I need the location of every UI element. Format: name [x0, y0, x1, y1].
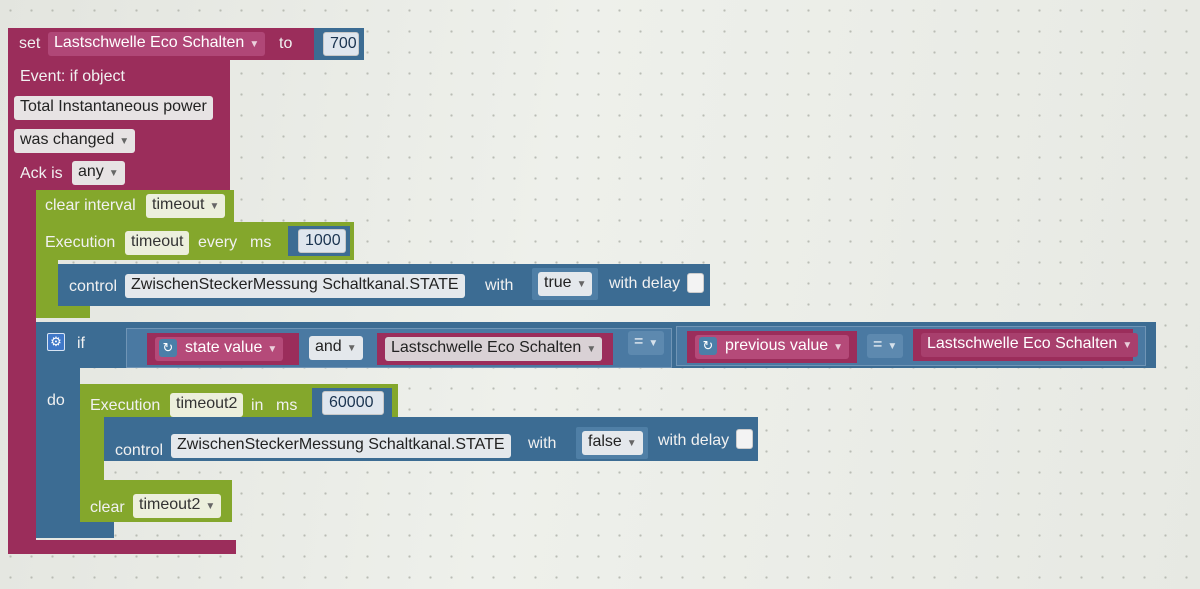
timeout-execution-block[interactable]: Execution timeout2 in ms 60000: [80, 384, 398, 422]
compare-operator-outer[interactable]: =▼: [628, 331, 665, 355]
set-variable-block[interactable]: set Lastschwelle Eco Schalten▼ to 700: [8, 28, 364, 60]
state-icon: ↻: [699, 336, 717, 355]
event-block[interactable]: Event: if object Total Instantaneous pow…: [8, 60, 230, 190]
timeout-ms-field[interactable]: 60000: [322, 391, 384, 415]
with-label: with: [485, 277, 514, 294]
timeout-number-block[interactable]: 60000: [312, 388, 392, 418]
timeout-block-spine: [80, 420, 104, 482]
with-delay-label: with delay: [609, 275, 681, 292]
timeout-name-dropdown[interactable]: timeout2▼: [133, 494, 222, 518]
chevron-down-icon: ▼: [1122, 340, 1133, 351]
with-label: with: [528, 435, 557, 452]
chevron-down-icon: ▼: [249, 39, 260, 50]
interval-block-bottom: [36, 306, 90, 318]
previous-value-block[interactable]: ↻previous value▼: [687, 331, 857, 363]
control-object-field[interactable]: ZwischenSteckerMessung Schaltkanal.STATE: [171, 434, 511, 458]
event-block-bottom: [8, 540, 236, 554]
and-dropdown[interactable]: and▼: [309, 336, 363, 360]
if-block-bottom: [36, 520, 114, 538]
chevron-down-icon: ▼: [586, 344, 597, 355]
ack-dropdown[interactable]: any▼: [72, 161, 125, 185]
execution-label: Execution: [90, 397, 161, 414]
bool-dropdown-true[interactable]: true▼: [538, 272, 593, 296]
state-value-block[interactable]: ↻state value▼: [147, 333, 299, 365]
to-label: to: [279, 35, 293, 52]
bool-dropdown-false[interactable]: false▼: [582, 431, 643, 455]
in-label: in: [251, 397, 264, 414]
trigger-dropdown[interactable]: was changed▼: [14, 129, 136, 153]
state-icon: ↻: [159, 338, 177, 357]
every-label: every: [198, 234, 238, 251]
control-block-2[interactable]: control ZwischenSteckerMessung Schaltkan…: [104, 417, 758, 461]
if-block-spine: do: [36, 366, 80, 538]
interval-execution-block[interactable]: Execution timeout every ms 1000: [36, 222, 354, 260]
clear-timeout-block[interactable]: clear timeout2▼: [80, 480, 232, 522]
if-block-header[interactable]: ⚙ if ↻state value▼ and▼ Lastschwelle Eco…: [36, 322, 1156, 368]
chevron-down-icon: ▼: [267, 344, 278, 355]
control-label: control: [115, 442, 164, 459]
number-block[interactable]: 700: [314, 28, 364, 60]
control-block-1[interactable]: control ZwischenSteckerMessung Schaltkan…: [58, 264, 710, 306]
if-label: if: [77, 335, 85, 352]
ms-label: ms: [250, 234, 272, 251]
delay-checkbox[interactable]: [736, 429, 753, 449]
event-title: Event: if object: [20, 68, 125, 85]
do-label: do: [47, 392, 65, 409]
variable-right-dropdown[interactable]: Lastschwelle Eco Schalten▼: [921, 333, 1139, 357]
ack-label: Ack is: [20, 165, 63, 182]
gear-icon[interactable]: ⚙: [47, 333, 65, 351]
chevron-down-icon: ▼: [626, 438, 637, 449]
interval-name-field[interactable]: timeout: [125, 231, 190, 255]
variable-left-dropdown[interactable]: Lastschwelle Eco Schalten▼: [385, 337, 603, 361]
interval-number-block[interactable]: 1000: [288, 226, 350, 256]
compare-operator-inner[interactable]: =▼: [867, 334, 904, 358]
compare-block-inner[interactable]: ↻previous value▼ =▼ Lastschwelle Eco Sch…: [676, 326, 1146, 366]
clear-interval-label: clear interval: [45, 197, 136, 214]
clear-label: clear: [90, 499, 125, 516]
chevron-down-icon: ▼: [108, 168, 119, 179]
chevron-down-icon: ▼: [576, 279, 587, 290]
state-value-dropdown[interactable]: ↻state value▼: [155, 337, 284, 361]
delay-checkbox[interactable]: [687, 273, 704, 293]
chevron-down-icon: ▼: [346, 343, 357, 354]
control-label: control: [69, 278, 118, 295]
variable-block-left[interactable]: Lastschwelle Eco Schalten▼: [377, 333, 613, 365]
chevron-down-icon: ▼: [648, 338, 659, 349]
bool-block-true[interactable]: true▼: [532, 268, 598, 300]
number-field-700[interactable]: 700: [323, 32, 359, 56]
chevron-down-icon: ▼: [887, 341, 898, 352]
interval-block-spine: [36, 258, 58, 314]
timeout-name-field[interactable]: timeout2: [170, 393, 244, 417]
variable-block-right[interactable]: Lastschwelle Eco Schalten▼: [913, 329, 1139, 361]
clear-interval-block[interactable]: clear interval timeout▼: [36, 190, 234, 222]
chevron-down-icon: ▼: [205, 501, 216, 512]
bool-block-false[interactable]: false▼: [576, 427, 648, 459]
variable-dropdown[interactable]: Lastschwelle Eco Schalten▼: [48, 32, 266, 56]
object-field[interactable]: Total Instantaneous power: [14, 96, 213, 120]
logic-and-block[interactable]: ↻state value▼ and▼ Lastschwelle Eco Scha…: [126, 328, 672, 368]
ms-label: ms: [276, 397, 298, 414]
chevron-down-icon: ▼: [209, 201, 220, 212]
with-delay-label: with delay: [658, 432, 730, 449]
chevron-down-icon: ▼: [833, 342, 844, 353]
set-label: set: [19, 35, 41, 52]
execution-label: Execution: [45, 234, 116, 251]
interval-name-dropdown[interactable]: timeout▼: [146, 194, 226, 218]
event-block-spine: [8, 188, 36, 543]
control-object-field[interactable]: ZwischenSteckerMessung Schaltkanal.STATE: [125, 274, 465, 298]
previous-value-dropdown[interactable]: ↻previous value▼: [695, 335, 850, 359]
interval-ms-field[interactable]: 1000: [298, 229, 346, 253]
chevron-down-icon: ▼: [119, 136, 130, 147]
